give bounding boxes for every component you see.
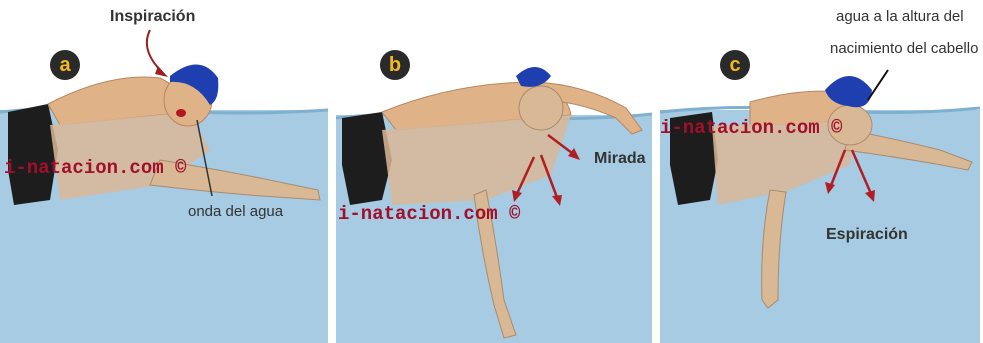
label-agua-line-2: nacimiento del cabello: [830, 40, 978, 57]
watermark-a: i-natacion.com ©: [4, 157, 186, 179]
water-level-pointer: [868, 70, 888, 100]
watermark-c: i-natacion.com ©: [660, 117, 842, 139]
badge-a: a: [50, 50, 80, 80]
label-inspiracion: Inspiración: [110, 8, 195, 26]
inspiracion-pointer: [147, 30, 162, 72]
open-mouth: [176, 109, 186, 117]
panel-b-illustration: [336, 0, 652, 343]
label-onda-del-agua: onda del agua: [188, 203, 283, 220]
panel-c: c agua a la altura del nacimiento del ca…: [660, 0, 980, 343]
panel-b: b Mirada i-natacion.com ©: [336, 0, 652, 343]
swimmer-head: [519, 86, 563, 130]
label-espiracion: Espiración: [826, 226, 908, 244]
badge-c: c: [720, 50, 750, 80]
swim-trunks: [8, 104, 58, 205]
panel-a: a Inspiración i-natacion.com © onda del …: [0, 0, 328, 343]
badge-b: b: [380, 50, 410, 80]
label-mirada: Mirada: [594, 150, 646, 168]
watermark-b: i-natacion.com ©: [338, 203, 520, 225]
label-agua-line-1: agua a la altura del: [836, 8, 964, 25]
